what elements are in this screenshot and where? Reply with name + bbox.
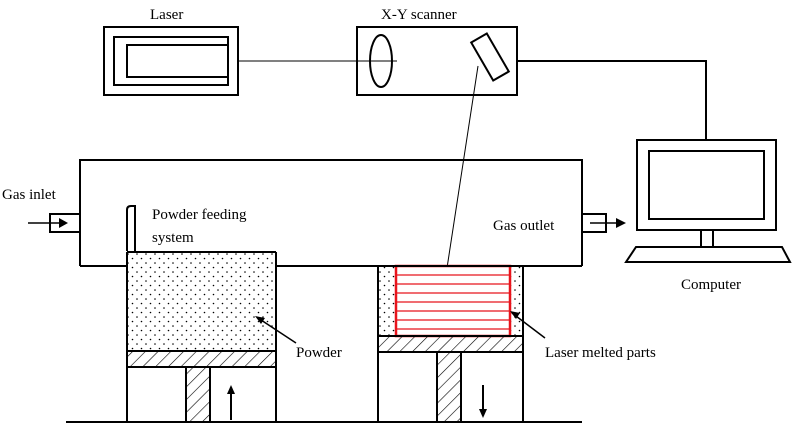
powder-feeding-label-line1: Powder feeding (152, 207, 247, 223)
feed-cylinder-walls (126, 251, 277, 422)
feed-piston-plate (126, 350, 277, 368)
scanner-label: X-Y scanner (381, 7, 457, 23)
gas-outlet-label: Gas outlet (493, 218, 555, 234)
build-piston-rod (436, 351, 462, 423)
laser-unit (103, 26, 239, 96)
computer (624, 139, 792, 263)
deflected-beam-line (446, 65, 479, 269)
build-piston-plate (377, 335, 524, 353)
gas-inlet-label: Gas inlet (2, 187, 57, 203)
build-cylinder-walls (377, 265, 524, 422)
arrow-down-icon (479, 385, 487, 418)
melted-parts-pointer-head (510, 311, 520, 319)
powder-feed-cylinder (126, 251, 277, 423)
powder-feeding-label-line2: system (152, 230, 194, 246)
laser-tube (126, 44, 229, 78)
powder-pointer (257, 317, 297, 344)
melted-parts-label: Laser melted parts (545, 345, 656, 361)
gas-inlet-arrowhead (59, 218, 68, 228)
build-cylinder (377, 264, 524, 423)
gas-outlet (581, 213, 626, 233)
powder-pointer-head (255, 316, 265, 324)
powder-bed (127, 252, 276, 351)
gas-inlet (28, 213, 81, 233)
gas-outlet-arrowhead (616, 218, 626, 228)
powder-label: Powder (296, 345, 342, 361)
tilted-mirror-icon (469, 32, 511, 82)
scanner-computer-cable (517, 60, 707, 140)
powder-feeding-blade (126, 205, 136, 251)
melted-parts-pointer (511, 312, 546, 339)
arrow-up-icon (227, 385, 235, 420)
computer-monitor-icon (636, 139, 777, 248)
melted-parts-area (396, 266, 510, 336)
ellipse-lens-icon (369, 34, 393, 88)
laser-label: Laser (150, 7, 183, 23)
melted-parts-layers (396, 274, 510, 330)
keyboard-icon (624, 246, 792, 263)
feed-piston-rod (185, 366, 211, 423)
computer-label: Computer (681, 277, 741, 293)
